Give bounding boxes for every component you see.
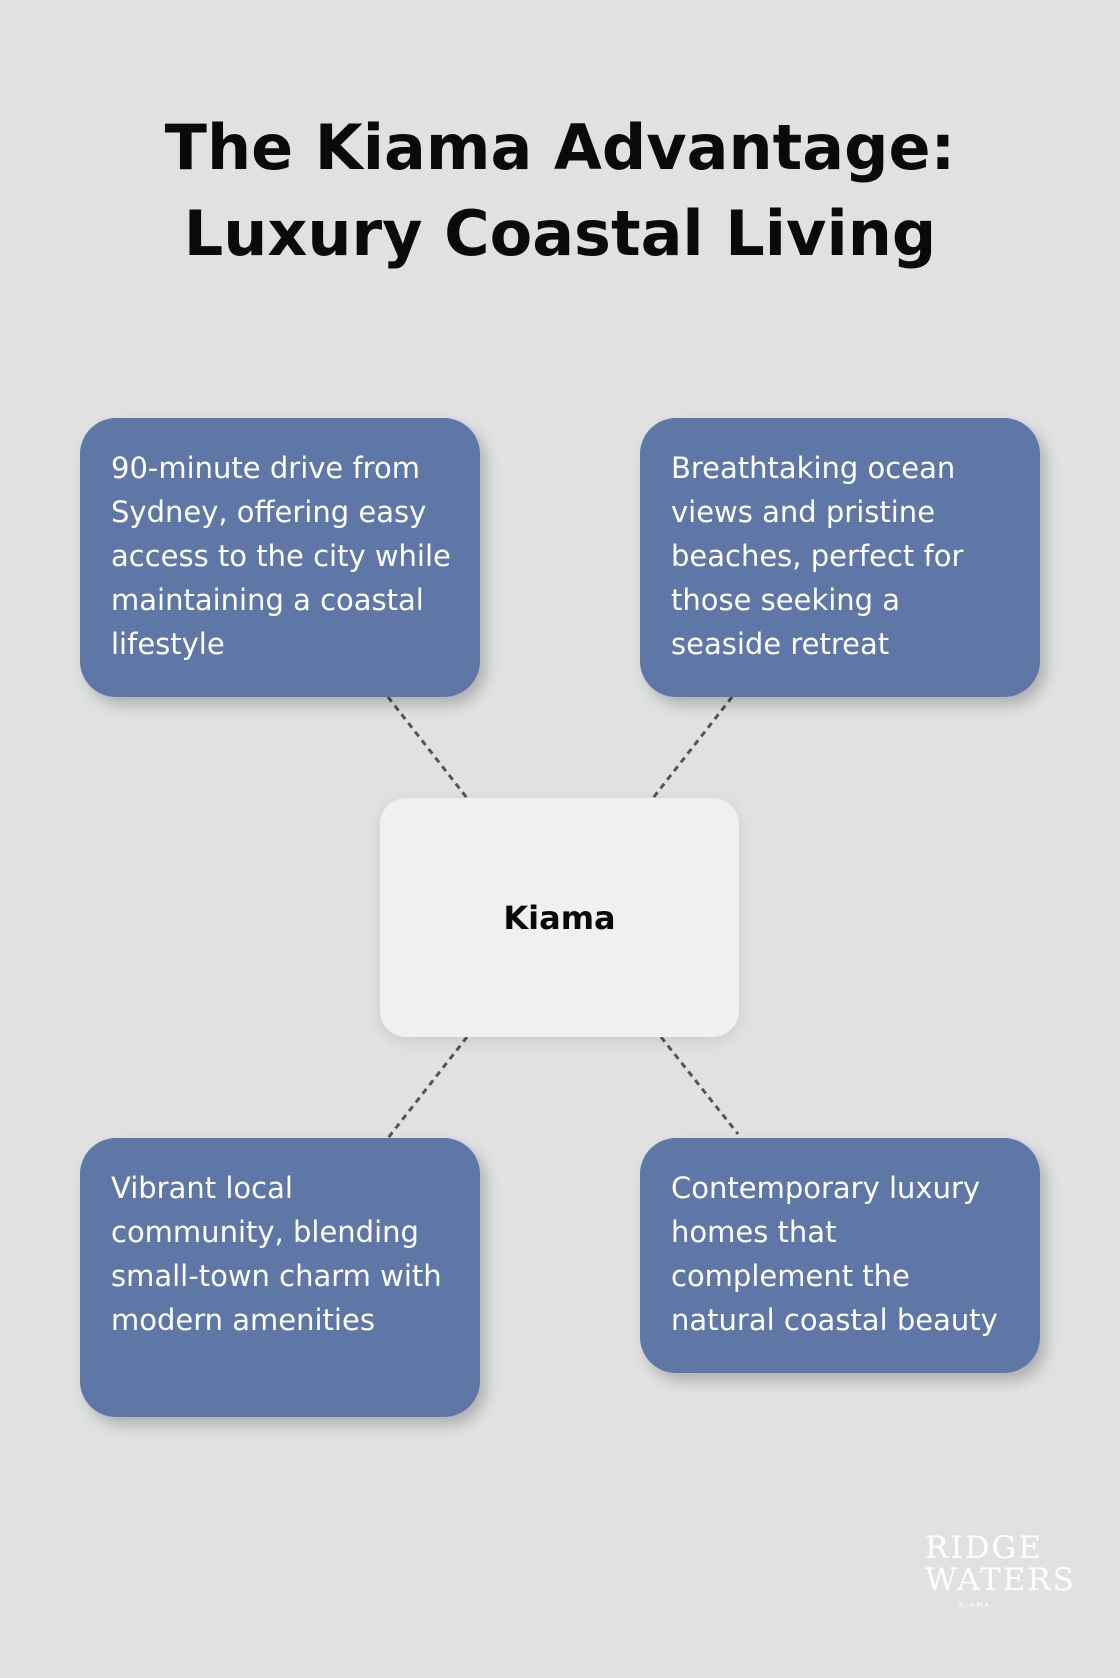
connector-top-right	[651, 696, 734, 799]
logo-line2: WATERS	[925, 1562, 1076, 1598]
center-node: Kiama	[380, 798, 739, 1037]
node-top-left: 90-minute drive from Sydney, offering ea…	[80, 418, 480, 697]
ridge-waters-logo: RIDGE WATERS KIAMA	[925, 1530, 1076, 1609]
node-bottom-left: Vibrant local community, blending small-…	[80, 1138, 480, 1417]
connector-bottom-left	[386, 1036, 469, 1139]
logo-line1: RIDGE	[925, 1530, 1043, 1566]
connector-top-left	[386, 696, 469, 799]
connector-bottom-right	[659, 1036, 740, 1135]
node-bottom-right: Contemporary luxury homes that complemen…	[640, 1138, 1040, 1373]
logo-line3: KIAMA	[959, 1602, 991, 1609]
node-top-right: Breathtaking ocean views and pristine be…	[640, 418, 1040, 697]
center-label: Kiama	[503, 898, 616, 937]
page-title: The Kiama Advantage: Luxury Coastal Livi…	[164, 111, 956, 270]
